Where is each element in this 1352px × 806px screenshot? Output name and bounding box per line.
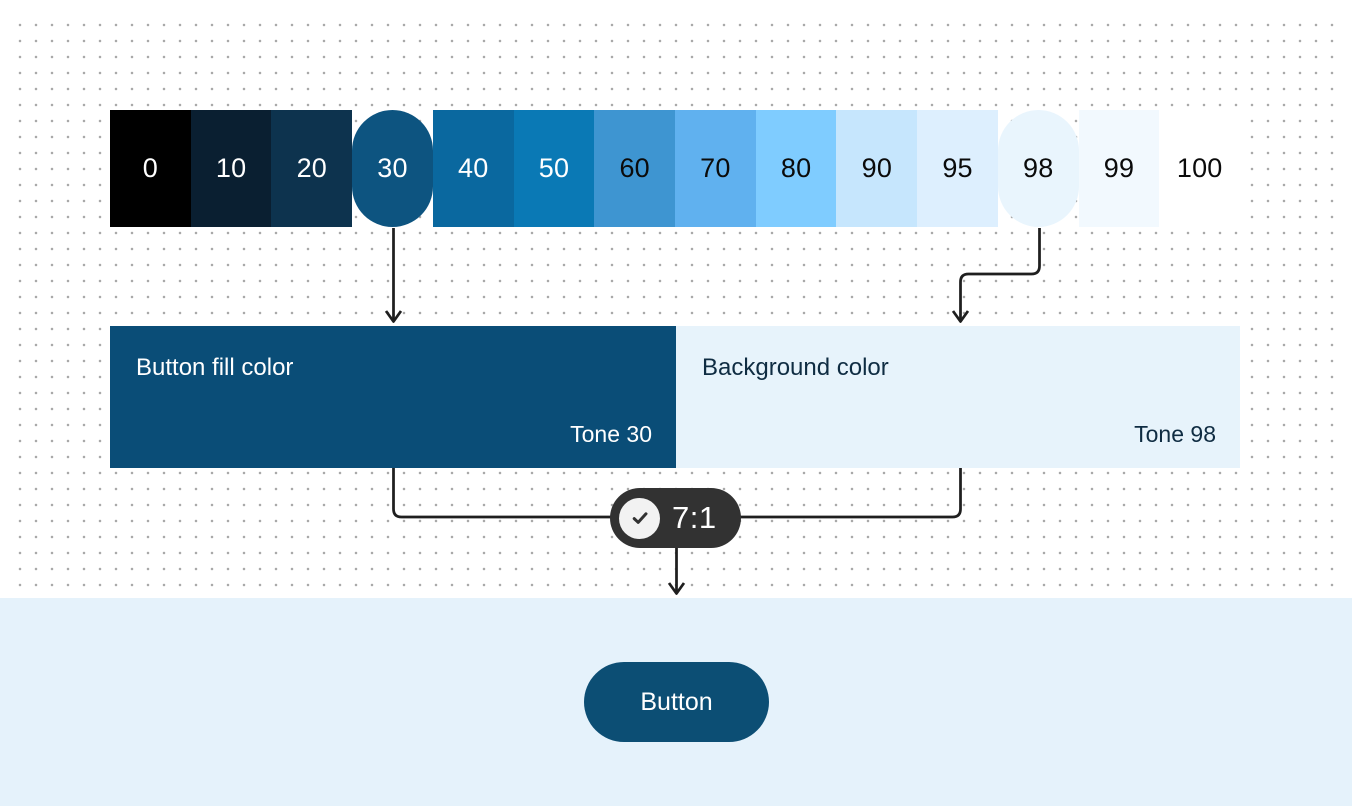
contrast-ratio-value: 7:1 (672, 500, 717, 535)
tone-swatch-label: 20 (296, 153, 328, 183)
tone-swatch-70: 70 (675, 110, 756, 227)
tone-swatch-label: 40 (458, 153, 489, 183)
background-card: Background color Tone 98 (676, 326, 1240, 468)
tone-swatch-label: 50 (538, 153, 570, 183)
tonal-palette-strip: 0 10 20 30 40 50 60 70 80 90 95 98 99 100 (110, 110, 1241, 227)
tone-swatch-98: 98 (997, 110, 1079, 227)
button-fill-tone-label: Tone 30 (570, 421, 652, 447)
tone-swatch-20: 20 (271, 110, 353, 227)
tone-swatch-label: 100 (1176, 153, 1223, 183)
tone-swatch-10: 10 (190, 110, 272, 227)
tone-swatch-100: 100 (1159, 110, 1241, 227)
contrast-ratio-badge: 7:1 (610, 488, 741, 548)
tone-swatch-95: 95 (917, 110, 998, 227)
tone-swatch-label: 60 (619, 153, 650, 183)
preview-background: Button (0, 598, 1352, 806)
button-fill-card-title: Button fill color (136, 354, 294, 381)
tone-swatch-99: 99 (1078, 110, 1160, 227)
tone-swatch-label: 0 (142, 153, 158, 183)
tone-swatch-label: 10 (215, 153, 247, 183)
preview-button-label: Button (640, 687, 713, 716)
tone-swatch-label: 70 (700, 153, 731, 183)
tone-swatch-60: 60 (594, 110, 676, 227)
preview-button[interactable]: Button (584, 662, 769, 742)
tone-swatch-50: 50 (513, 110, 595, 227)
tone-swatch-label: 99 (1103, 153, 1135, 183)
background-card-title: Background color (702, 354, 889, 381)
background-tone-label: Tone 98 (1134, 421, 1216, 447)
tone-swatch-label: 80 (780, 153, 812, 183)
tone-swatch-label: 30 (377, 153, 408, 183)
tone-swatch-0: 0 (110, 110, 191, 227)
tone-swatch-80: 80 (755, 110, 837, 227)
tone-swatch-label: 98 (1023, 153, 1054, 183)
button-fill-card: Button fill color Tone 30 (110, 326, 676, 468)
tone-swatch-label: 95 (942, 153, 973, 183)
check-circle-icon (619, 497, 660, 539)
tone-swatch-label: 90 (861, 153, 893, 183)
tone-swatch-40: 40 (432, 110, 514, 227)
tone-swatch-90: 90 (836, 110, 918, 227)
tone-swatch-30: 30 (352, 110, 433, 227)
